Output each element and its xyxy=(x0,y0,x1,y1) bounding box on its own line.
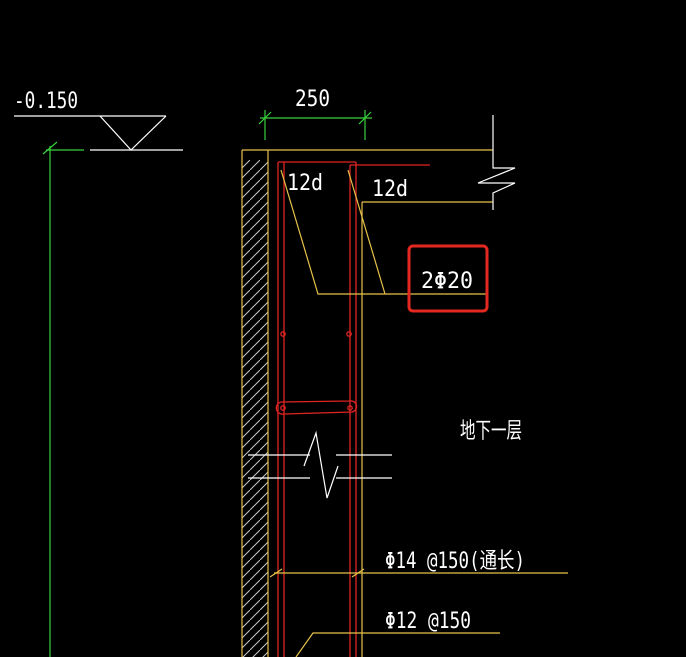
bent-bars xyxy=(280,169,486,295)
wall-thickness-dimension: 250 xyxy=(258,87,372,140)
highlight-box xyxy=(407,244,489,313)
anchorage-right-label: 12d xyxy=(372,177,408,202)
grid-line xyxy=(42,141,84,657)
elevation-label: -0.150 xyxy=(14,89,78,114)
soil-hatch xyxy=(242,160,268,657)
wall-break-symbol xyxy=(248,430,392,499)
wall-thickness-label: 250 xyxy=(295,87,330,112)
anchorage-left-label: 12d xyxy=(287,171,323,196)
rebar-group xyxy=(275,161,430,657)
elevation-marker: -0.150 xyxy=(14,89,183,151)
floor-label: 地下一层 xyxy=(460,419,522,444)
wall-outline xyxy=(241,149,493,657)
annotation-leaders xyxy=(269,568,568,657)
horizontal-bars-label: Φ12 @150 xyxy=(385,609,471,634)
slab-break-symbol xyxy=(477,115,516,210)
vertical-bars-label: Φ14 @150(通长) xyxy=(385,549,525,574)
top-bars-label: 2Φ20 xyxy=(421,269,473,294)
